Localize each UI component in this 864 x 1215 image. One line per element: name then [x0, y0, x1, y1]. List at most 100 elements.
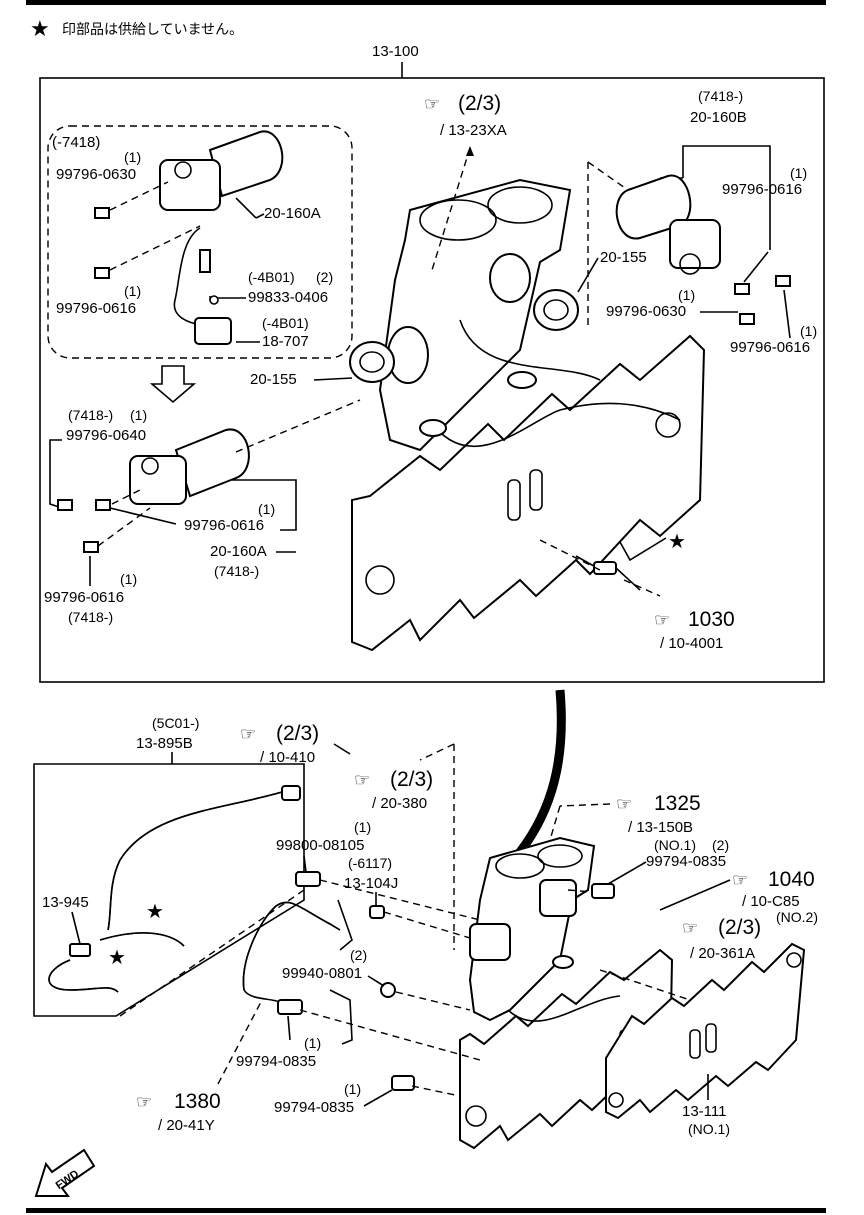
part-13-111: 13-111 [682, 1103, 726, 1120]
ref-1325: 1325 [654, 792, 701, 815]
ref-1040: 1040 [768, 868, 815, 891]
pointing-hand-icon: ☞ [240, 724, 256, 744]
lower-panel: (5C01-) 13-895B 13-945 ★ ★ ☞ (2/3) / 10-… [33, 715, 818, 1197]
svg-text:(NO.1): (NO.1) [688, 1121, 730, 1137]
svg-text:(2): (2) [712, 837, 729, 853]
ref-20-380: / 20-380 [372, 795, 427, 812]
svg-text:(7418-): (7418-) [214, 563, 259, 579]
part-13-945: 13-945 [42, 894, 89, 911]
bolt-icon [775, 275, 791, 287]
svg-text:(-6117): (-6117) [348, 855, 392, 871]
svg-text:(1): (1) [120, 571, 137, 587]
not-supplied-note: 印部品は供給していません。 [62, 21, 243, 37]
oxygen-sensor-drawing [575, 537, 667, 591]
assembly-number: 13-100 [372, 43, 419, 60]
svg-text:(1): (1) [678, 287, 695, 303]
part-99796-0630-upper-left: 99796-0630 [56, 166, 136, 183]
part-99940-0801: 99940-0801 [282, 965, 362, 982]
svg-text:(5C01-): (5C01-) [152, 715, 199, 731]
hose-drawing [48, 785, 301, 993]
exhaust-manifold-drawing [351, 178, 706, 652]
part-99833-0406: 99833-0406 [248, 289, 328, 306]
pointing-hand-icon: ☞ [654, 610, 670, 630]
pointing-hand-icon: ☞ [424, 94, 440, 114]
bottom-rule [26, 1208, 826, 1213]
part-13-895B: 13-895B [136, 735, 193, 752]
pointing-hand-icon: ☞ [732, 870, 748, 890]
upper-panel: 13-100 ☞ (2/3) / 13-23XA [39, 43, 825, 683]
part-20-155-left: 20-155 [250, 371, 297, 388]
egr-valve-right-drawing [615, 174, 721, 275]
connector-arrow [516, 689, 566, 855]
svg-text:(1): (1) [124, 149, 141, 165]
part-20-160A-left: 20-160A [210, 543, 267, 560]
ref-13-150B: / 13-150B [628, 819, 693, 836]
ref-2-3-lower-a: (2/3) [276, 722, 319, 745]
ref-2-3-upper: (2/3) [458, 92, 501, 115]
gasket-left-drawing [349, 341, 395, 383]
inset-pre-7418 [47, 125, 353, 359]
svg-text:(NO.2): (NO.2) [776, 909, 818, 925]
part-99794-0835-lower: 99794-0835 [274, 1099, 354, 1116]
star-icon: ★ [108, 947, 126, 969]
egr-valve-left-drawing [129, 428, 250, 505]
part-18-707: 18-707 [262, 333, 309, 350]
svg-text:(2): (2) [316, 269, 333, 285]
svg-text:(NO.1): (NO.1) [654, 837, 696, 853]
svg-text:(1): (1) [130, 407, 147, 423]
gasket-right-drawing [533, 289, 579, 331]
svg-text:(7418-): (7418-) [68, 609, 113, 625]
hose-inset-box [33, 763, 305, 1017]
ref-10-410: / 10-410 [260, 749, 315, 766]
bolt-icon [57, 499, 73, 511]
part-99794-0835-upper: 99794-0835 [646, 853, 726, 870]
upper-frame [39, 77, 825, 683]
down-arrow-icon [149, 365, 197, 404]
svg-text:(2): (2) [350, 947, 367, 963]
part-13-104J: 13-104J [344, 875, 398, 892]
bolt-icon [739, 313, 755, 325]
svg-text:(1): (1) [258, 501, 275, 517]
svg-text:(1): (1) [124, 283, 141, 299]
part-99800-08105: 99800-08105 [276, 837, 364, 854]
ref-2-3-lower-b: (2/3) [390, 768, 433, 791]
part-99796-0630-right: 99796-0630 [606, 303, 686, 320]
svg-text:(-4B01): (-4B01) [248, 269, 295, 285]
bolt-icon [734, 283, 750, 295]
pointing-hand-icon: ☞ [682, 918, 698, 938]
pointing-hand-icon: ☞ [136, 1092, 152, 1112]
top-rule [26, 0, 826, 5]
star-icon: ★ [668, 531, 686, 553]
svg-text:(7418-): (7418-) [68, 407, 113, 423]
ref-1380: 1380 [174, 1090, 221, 1113]
svg-text:(1): (1) [800, 323, 817, 339]
gasket-13-111-drawing [605, 942, 806, 1120]
manifold-assembly-drawing [459, 836, 674, 1150]
pointing-hand-icon: ☞ [354, 770, 370, 790]
egr-valve-inset-drawing [159, 130, 284, 345]
part-99796-0640: 99796-0640 [66, 427, 146, 444]
star-icon: ★ [30, 16, 50, 41]
ref-2-3-lower-c: (2/3) [718, 916, 761, 939]
ref-10-4001: / 10-4001 [660, 635, 723, 652]
part-99796-0616-inset: 99796-0616 [56, 300, 136, 317]
part-99796-0616-left: 99796-0616 [184, 517, 264, 534]
svg-text:(1): (1) [354, 819, 371, 835]
part-99796-0616-right-b: 99796-0616 [730, 339, 810, 356]
forward-arrow-icon: FWD [34, 1148, 96, 1197]
ref-10-C85: / 10-C85 [742, 893, 800, 910]
part-99796-0616-bottom-left: 99796-0616 [44, 589, 124, 606]
inset-label-7418: (-7418) [52, 134, 100, 151]
ref-20-41Y: / 20-41Y [158, 1117, 215, 1134]
svg-text:(1): (1) [790, 165, 807, 181]
star-icon: ★ [146, 901, 164, 923]
part-20-160B: 20-160B [690, 109, 747, 126]
svg-text:(1): (1) [344, 1081, 361, 1097]
ref-1030: 1030 [688, 608, 735, 631]
ref-20-361A: / 20-361A [690, 945, 755, 962]
svg-text:(7418-): (7418-) [698, 88, 743, 104]
svg-text:(-4B01): (-4B01) [262, 315, 309, 331]
egr-pipe-drawing [242, 871, 615, 1091]
pointing-hand-icon: ☞ [616, 794, 632, 814]
